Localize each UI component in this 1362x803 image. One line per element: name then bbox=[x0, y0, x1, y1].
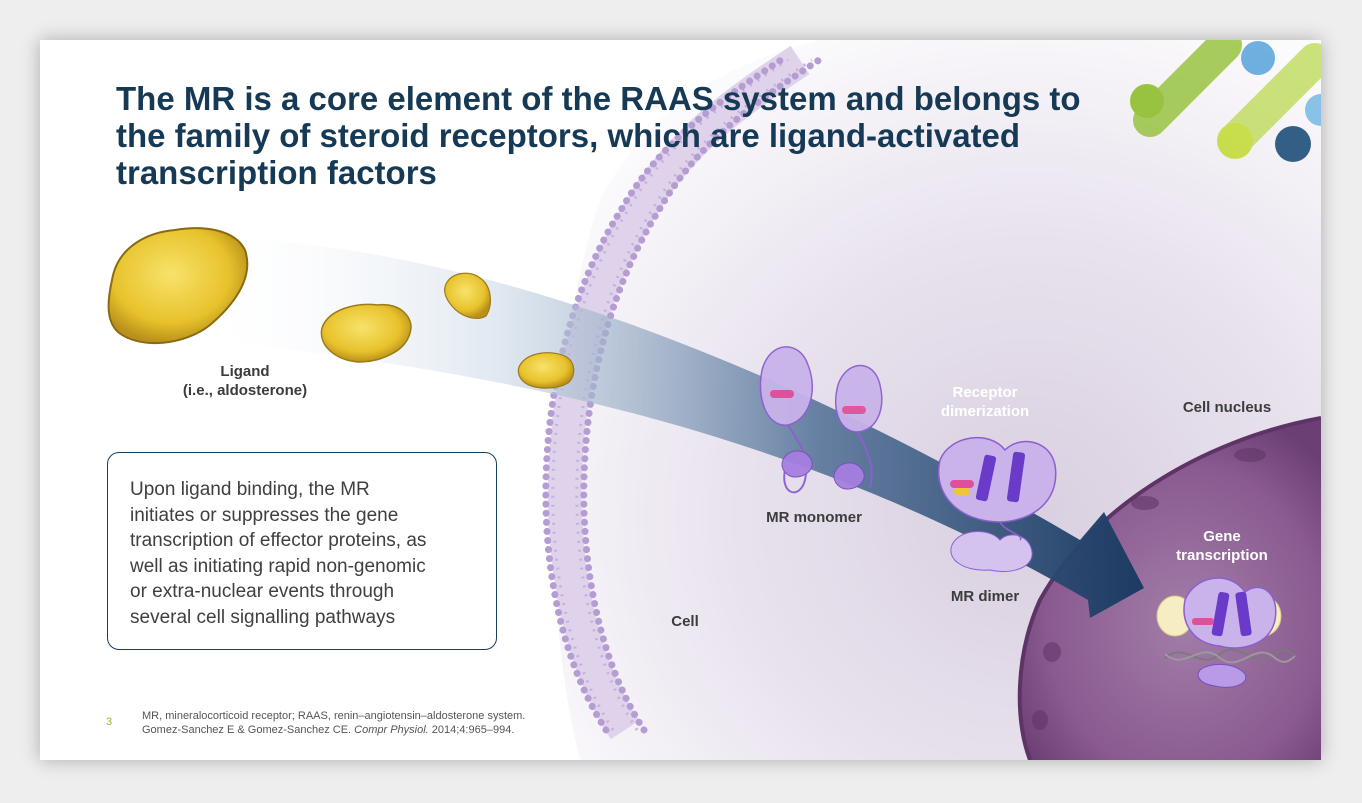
reference-details: 2014;4:965–994. bbox=[428, 724, 515, 736]
receptor-dimerization-line2: dimerization bbox=[940, 403, 1030, 420]
reference-journal: Compr Physiol. bbox=[354, 724, 429, 736]
mr-pathway-illustration bbox=[107, 40, 1321, 760]
info-callout: Upon ligand binding, the MR initiates or… bbox=[107, 452, 497, 650]
callout-line: or extra-nuclear events through bbox=[130, 581, 395, 602]
callout-line: initiates or suppresses the gene bbox=[130, 504, 399, 526]
footnote-reference: Gomez-Sanchez E & Gomez-Sanchez CE. Comp… bbox=[142, 723, 525, 737]
cell-nucleus-label: Cell nucleus bbox=[1182, 399, 1272, 416]
cell-label: Cell bbox=[671, 613, 699, 630]
footnote-abbreviations: MR, mineralocorticoid receptor; RAAS, re… bbox=[142, 710, 526, 722]
gene-transcription-complex bbox=[1156, 577, 1296, 688]
callout-line: well as initiating rapid non-genomic bbox=[130, 555, 426, 577]
gene-transcription-line2: transcription bbox=[1176, 547, 1268, 564]
callout-line: transcription of effector proteins, as bbox=[130, 530, 427, 551]
receptor-dimerization-label: Receptor dimerization bbox=[920, 383, 1050, 421]
mr-dimer-label: MR dimer bbox=[950, 588, 1020, 605]
ligand-label-line1: Ligand bbox=[220, 363, 270, 380]
signal-arrow bbox=[215, 238, 1144, 618]
gene-transcription-line1: Gene bbox=[1203, 528, 1241, 545]
cell-membrane bbox=[542, 45, 823, 740]
callout-line: Upon ligand binding, the MR bbox=[130, 479, 370, 500]
callout-line: several cell signalling pathways bbox=[130, 606, 396, 628]
ligand-label-line2: (i.e., aldosterone) bbox=[182, 382, 308, 399]
mr-monomer-label: MR monomer bbox=[766, 509, 862, 526]
reference-authors: Gomez-Sanchez E & Gomez-Sanchez CE. bbox=[142, 724, 355, 736]
receptor-dimerization-line1: Receptor bbox=[952, 384, 1018, 401]
ligand-molecules bbox=[107, 227, 575, 389]
slide: The MR is a core element of the RAAS sys… bbox=[40, 40, 1321, 760]
ligand-label: Ligand (i.e., aldosterone) bbox=[165, 362, 325, 400]
footnote: MR, mineralocorticoid receptor; RAAS, re… bbox=[142, 709, 525, 737]
slide-title: The MR is a core element of the RAAS sys… bbox=[116, 80, 1081, 191]
corner-decoration bbox=[1130, 40, 1321, 162]
mr-monomer-proteins bbox=[759, 346, 883, 494]
gene-transcription-label: Gene transcription bbox=[1157, 527, 1287, 565]
page-number: 3 bbox=[106, 716, 113, 728]
mr-dimer-protein bbox=[937, 436, 1057, 573]
